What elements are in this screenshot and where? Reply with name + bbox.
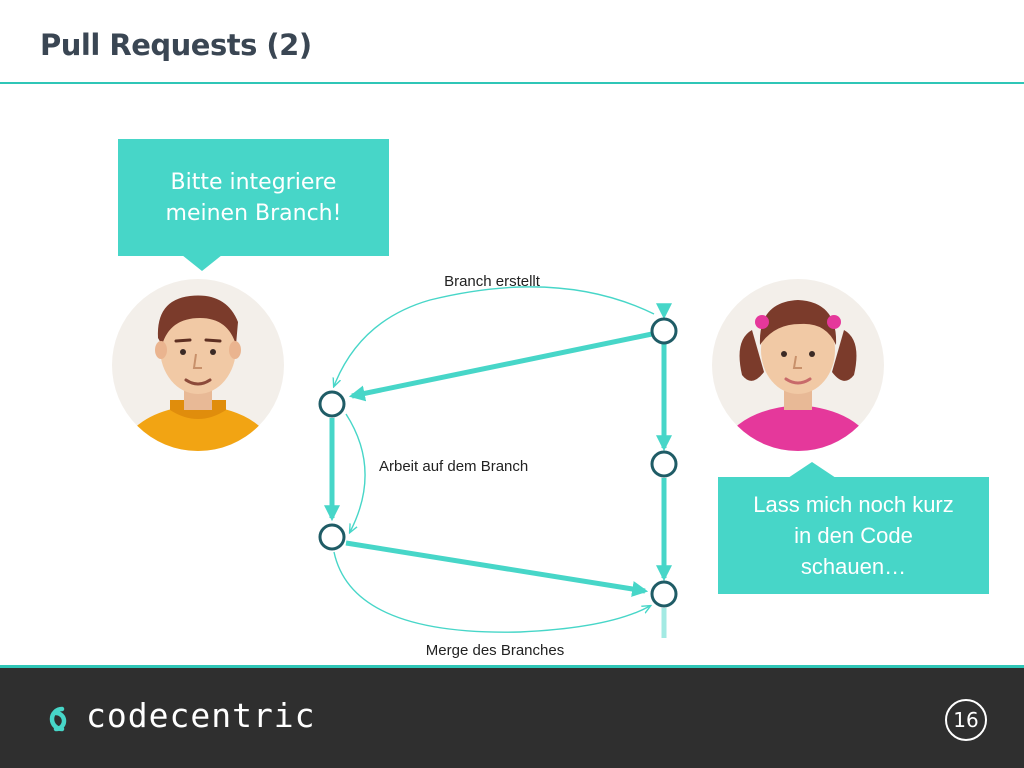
label-merge: Merge des Branches — [426, 642, 564, 659]
merge-commit-node — [650, 580, 678, 608]
reviewer-speech-bubble: Lass mich noch kurz in den Code schauen… — [718, 462, 989, 594]
label-branch-created: Branch erstellt — [444, 273, 541, 290]
female-avatar-icon — [712, 279, 884, 451]
footer-divider — [0, 665, 1024, 668]
title-divider — [0, 82, 1024, 84]
feature-branch-line — [323, 331, 653, 597]
branch-commit-node — [318, 523, 346, 551]
annotation-arcs — [334, 286, 655, 633]
main-commit-node — [650, 317, 678, 345]
main-commit-node — [650, 450, 678, 478]
codecentric-logo-icon — [49, 706, 67, 732]
page-number: 16 — [945, 699, 987, 741]
git-branch-diagram: Branch erstellt Arbeit auf dem Branch Me… — [112, 214, 884, 659]
male-avatar-icon — [112, 279, 284, 451]
branch-commit-node — [318, 390, 346, 418]
label-work-on-branch: Arbeit auf dem Branch — [379, 458, 528, 475]
developer-speech-text: Bitte integriere meinen Branch! — [165, 169, 342, 226]
developer-speech-bubble: Bitte integriere meinen Branch! — [118, 139, 389, 271]
logo-text: codecentric — [86, 696, 316, 735]
slide-title: Pull Requests (2) — [40, 28, 312, 62]
footer — [0, 668, 1024, 768]
reviewer-speech-text: Lass mich noch kurz in den Code schauen… — [753, 492, 954, 579]
